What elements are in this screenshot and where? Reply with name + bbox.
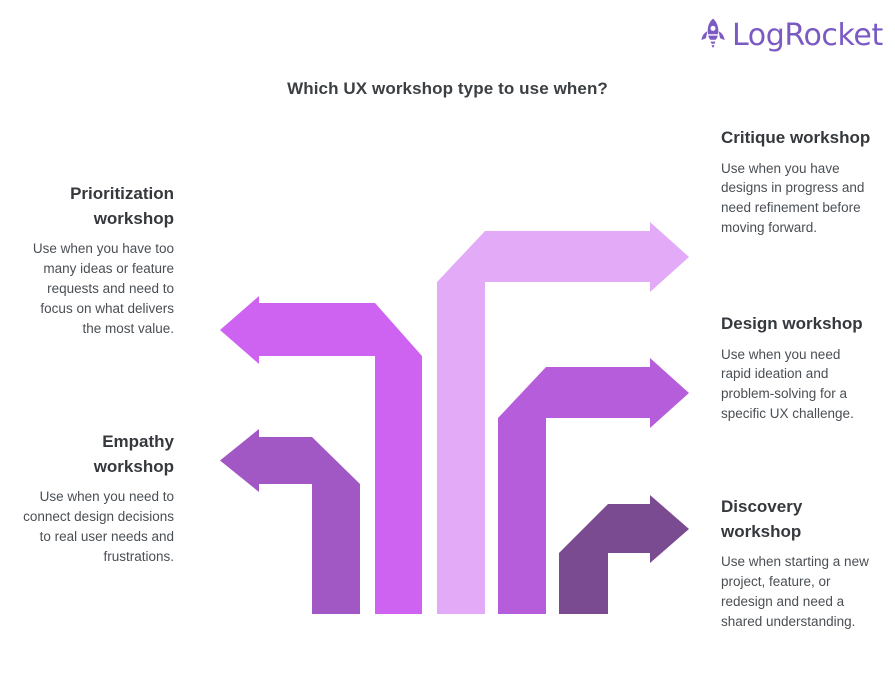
callout-empathy-body: Use when you need to connect design deci… bbox=[23, 489, 174, 564]
callout-design: Design workshop Use when you need rapid … bbox=[721, 312, 871, 424]
callout-empathy-heading: Empathy workshop bbox=[93, 432, 174, 476]
callout-critique-body: Use when you have designs in progress an… bbox=[721, 160, 865, 236]
arrow-empathy-left bbox=[220, 429, 360, 492]
chart-group-empathy bbox=[220, 429, 360, 614]
callout-critique: Critique workshop Use when you have desi… bbox=[721, 126, 871, 238]
callout-prioritization-body: Use when you have too many ideas or feat… bbox=[32, 241, 174, 336]
callout-design-heading: Design workshop bbox=[721, 314, 863, 333]
bar-discovery bbox=[559, 553, 608, 614]
arrow-prioritization-left bbox=[220, 296, 422, 364]
callout-empathy: Empathy workshop Use when you need to co… bbox=[22, 430, 174, 567]
bar-prioritization bbox=[375, 356, 422, 614]
callout-discovery: Discovery workshop Use when starting a n… bbox=[721, 495, 871, 632]
bar-critique bbox=[437, 282, 485, 614]
chart-group-critique bbox=[437, 222, 689, 614]
chart-group-discovery bbox=[559, 495, 689, 614]
page-title: Which UX workshop type to use when? bbox=[287, 79, 608, 98]
arrow-discovery-right bbox=[559, 495, 689, 563]
bar-empathy bbox=[312, 484, 360, 614]
callout-prioritization: Prioritization workshop Use when you hav… bbox=[22, 182, 174, 339]
logrocket-logo: LogRocket bbox=[700, 18, 883, 53]
callout-discovery-body: Use when starting a new project, feature… bbox=[721, 554, 869, 629]
callout-discovery-heading: Discovery workshop bbox=[721, 497, 803, 541]
rocket-icon bbox=[700, 18, 726, 53]
callout-critique-heading: Critique workshop bbox=[721, 128, 871, 147]
arrow-design-right bbox=[498, 358, 689, 428]
callout-design-body: Use when you need rapid ideation and pro… bbox=[721, 346, 854, 422]
callout-prioritization-heading: Prioritization workshop bbox=[70, 184, 174, 228]
chart-group-prioritization bbox=[220, 296, 422, 614]
arrow-critique-right bbox=[437, 222, 689, 292]
logrocket-wordmark: LogRocket bbox=[732, 17, 883, 53]
bar-design bbox=[498, 418, 546, 614]
chart-group-design bbox=[498, 358, 689, 614]
